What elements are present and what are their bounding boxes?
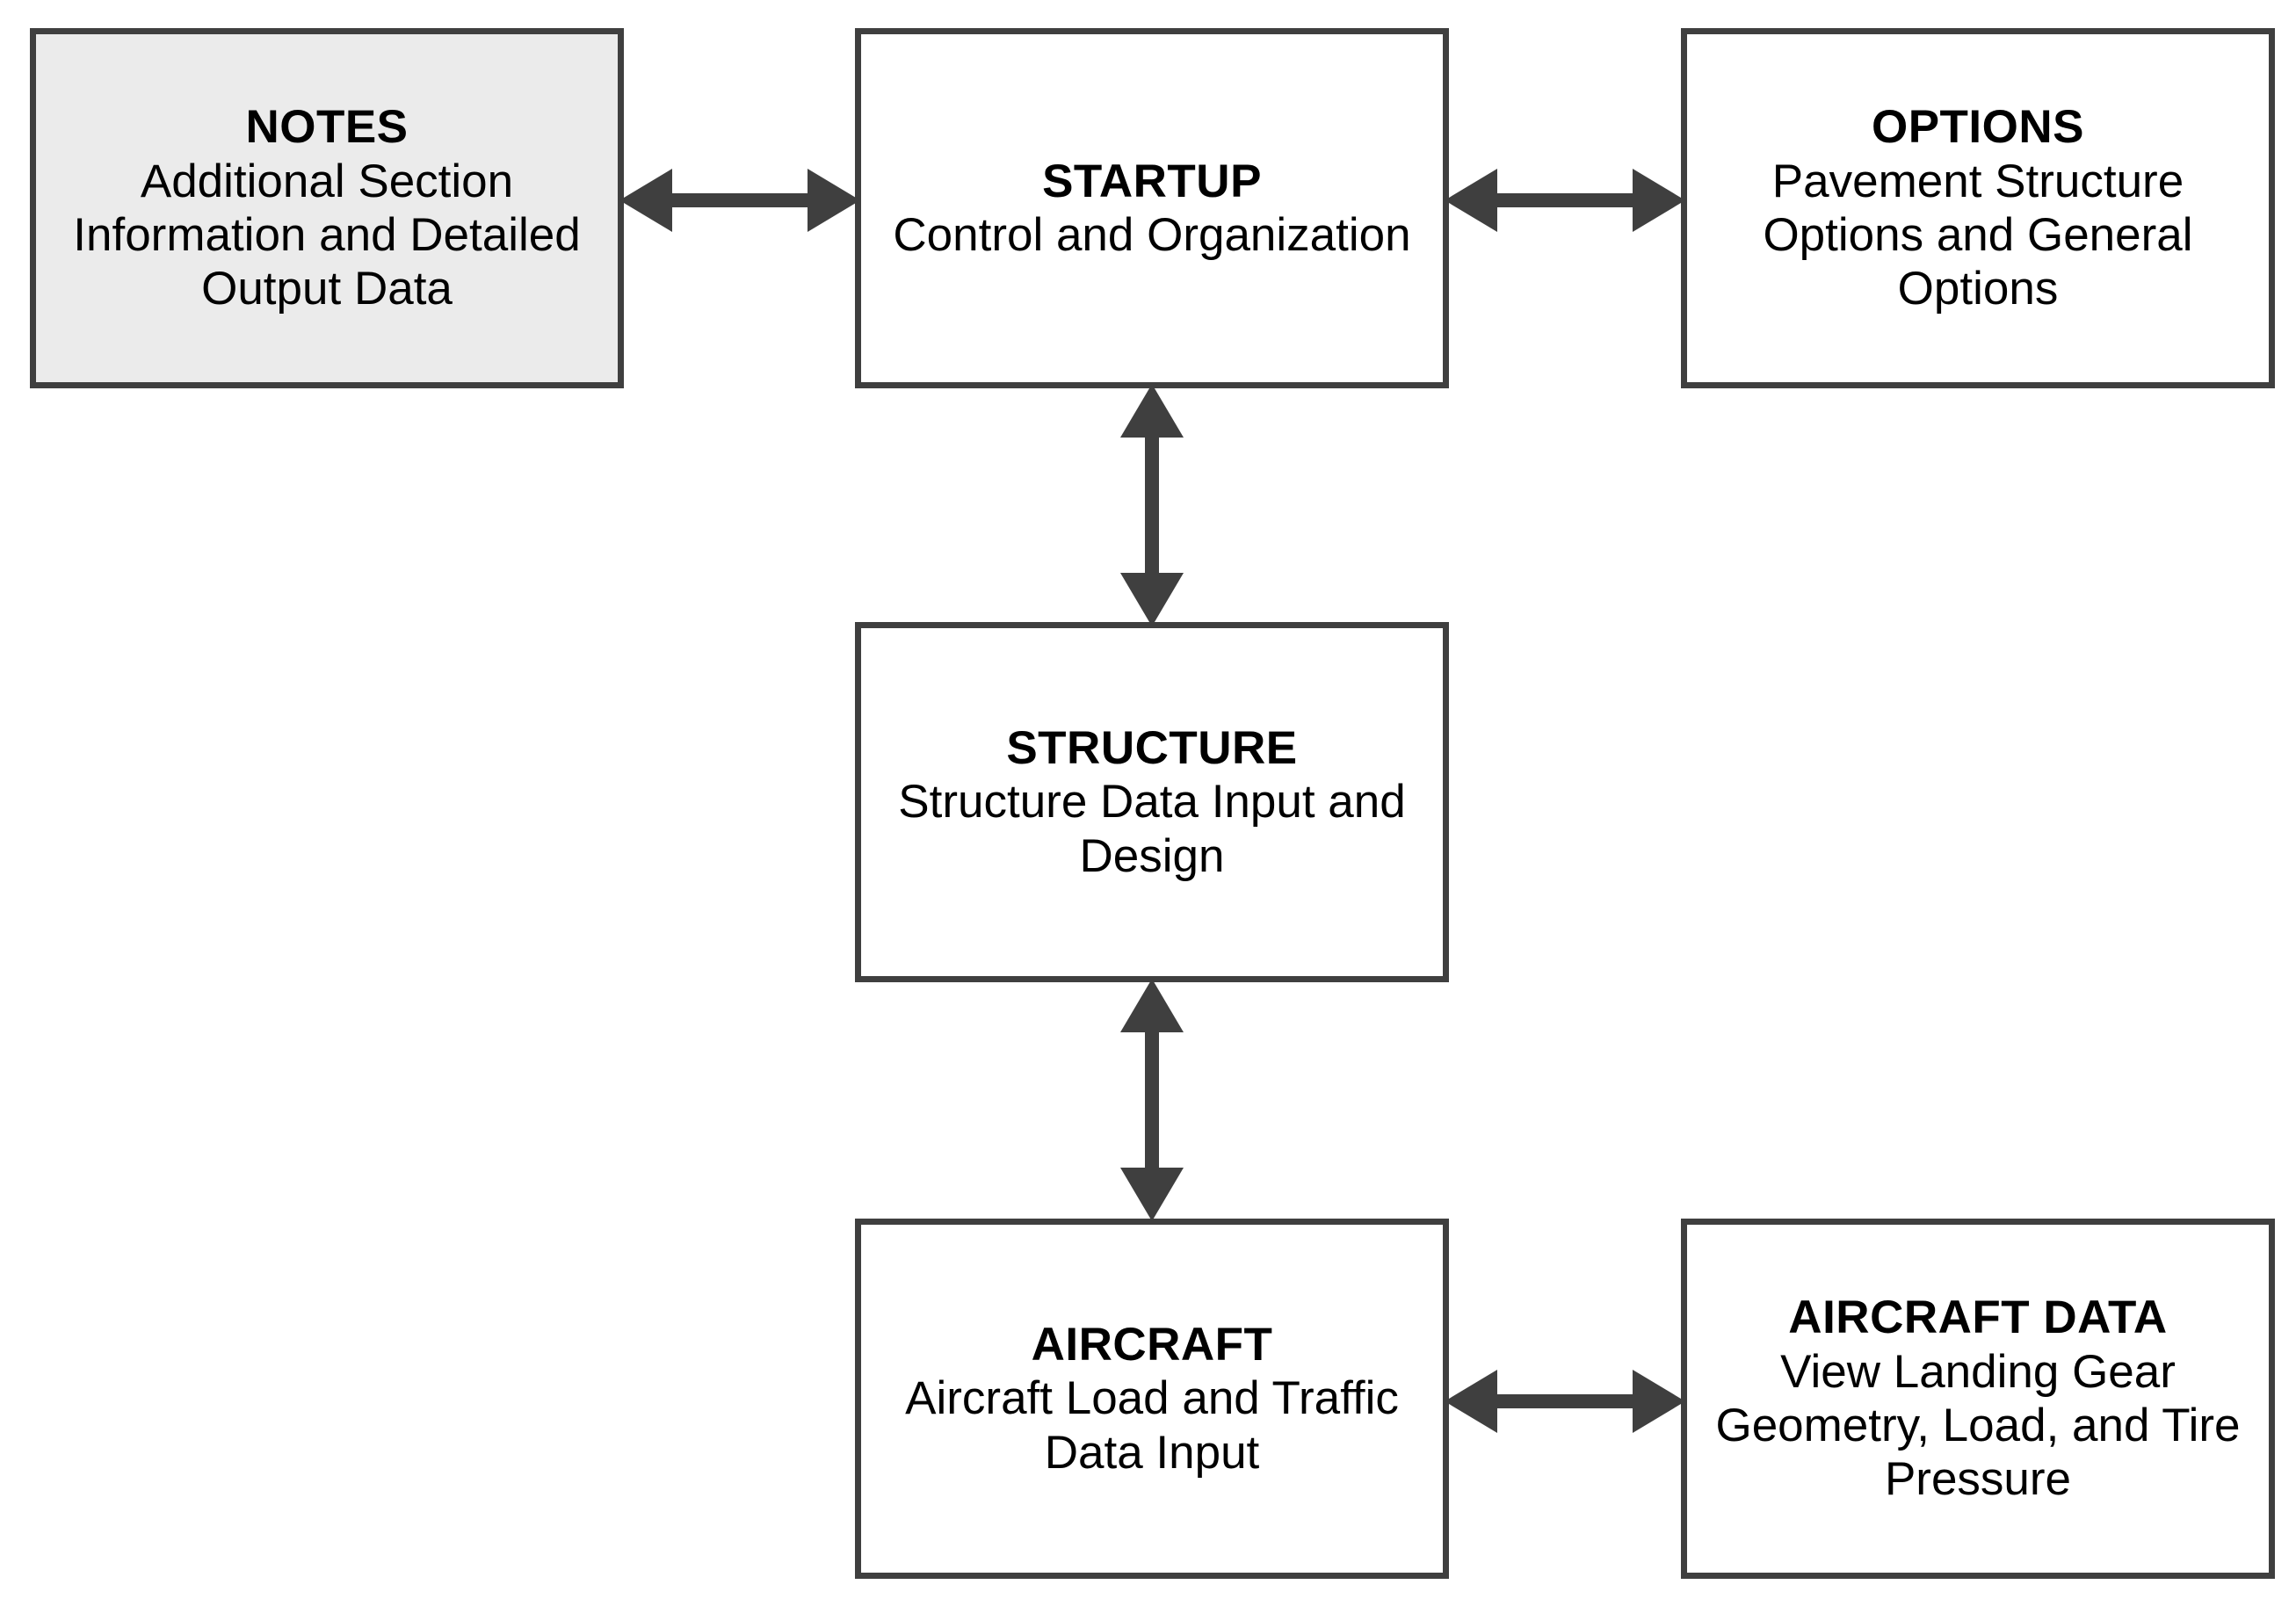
node-options[interactable]: OPTIONS Pavement Structure Options and G… [1681, 28, 2275, 388]
node-options-description: Pavement Structure Options and General O… [1763, 155, 2193, 315]
double-arrow-horizontal-icon [1445, 169, 1685, 232]
node-aircraft-data-description: View Landing Gear Geometry, Load, and Ti… [1715, 1345, 2241, 1506]
node-startup-description: Control and Organization [893, 209, 1411, 261]
node-aircraft[interactable]: AIRCRAFT Aircraft Load and Traffic Data … [855, 1219, 1449, 1579]
node-notes-title: NOTES [245, 101, 409, 154]
node-startup-text: STARTUP Control and Organization [870, 155, 1434, 263]
node-structure-text: STRUCTURE Structure Data Input and Desig… [870, 721, 1434, 883]
node-structure[interactable]: STRUCTURE Structure Data Input and Desig… [855, 622, 1449, 982]
node-aircraft-title: AIRCRAFT [1031, 1318, 1273, 1371]
node-options-text: OPTIONS Pavement Structure Options and G… [1696, 100, 2260, 316]
node-startup-title: STARTUP [1042, 155, 1262, 207]
double-arrow-horizontal-icon [619, 169, 860, 232]
node-startup[interactable]: STARTUP Control and Organization [855, 28, 1449, 388]
node-aircraft-data-title: AIRCRAFT DATA [1788, 1292, 2168, 1344]
node-notes-description: Additional Section Information and Detai… [73, 155, 581, 315]
node-aircraft-text: AIRCRAFT Aircraft Load and Traffic Data … [870, 1318, 1434, 1480]
node-notes[interactable]: NOTES Additional Section Information and… [30, 28, 624, 388]
node-options-title: OPTIONS [1871, 101, 2085, 154]
connector-startup-structure [1108, 384, 1196, 626]
connector-structure-aircraft [1108, 979, 1196, 1221]
double-arrow-horizontal-icon [1445, 1370, 1685, 1433]
node-structure-description: Structure Data Input and Design [898, 776, 1406, 882]
node-notes-text: NOTES Additional Section Information and… [45, 100, 609, 316]
double-arrow-vertical-icon [1120, 384, 1184, 626]
node-aircraft-data-text: AIRCRAFT DATA View Landing Gear Geometry… [1696, 1291, 2260, 1507]
node-aircraft-description: Aircraft Load and Traffic Data Input [905, 1372, 1399, 1479]
node-aircraft-data[interactable]: AIRCRAFT DATA View Landing Gear Geometry… [1681, 1219, 2275, 1579]
connector-aircraft-aircraftdata [1445, 1357, 1685, 1445]
double-arrow-vertical-icon [1120, 979, 1184, 1221]
node-structure-title: STRUCTURE [1006, 721, 1298, 774]
connector-startup-options [1445, 156, 1685, 244]
connector-notes-startup [619, 156, 860, 244]
